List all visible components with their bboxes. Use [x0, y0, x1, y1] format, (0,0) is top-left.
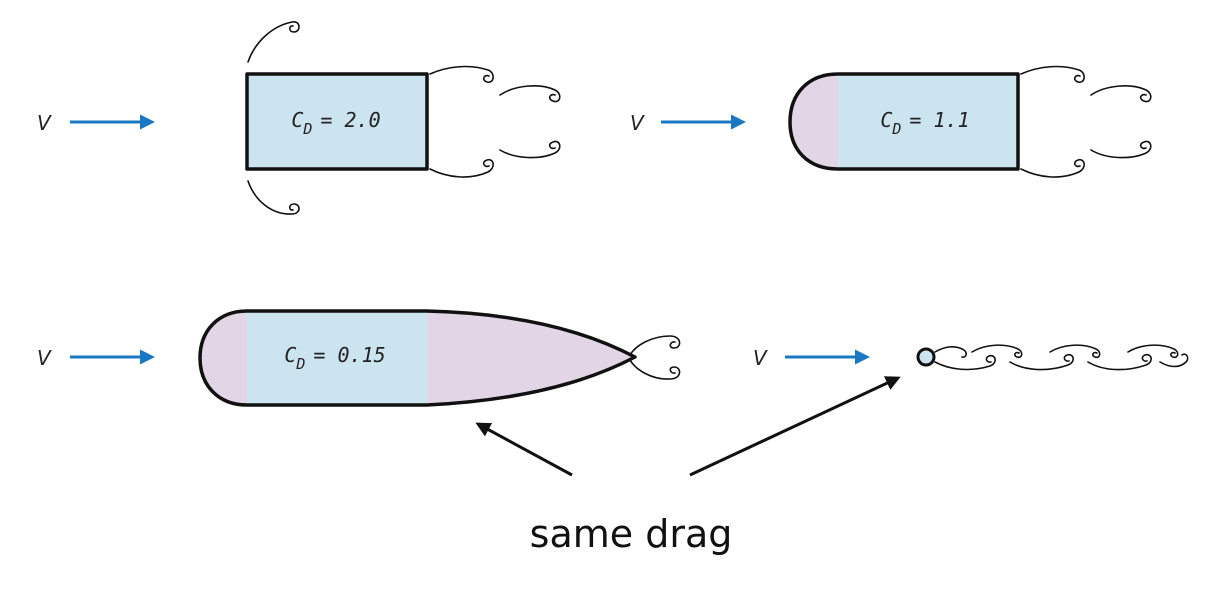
streamlined-body [198, 309, 637, 407]
nose-fill [200, 311, 247, 405]
caption-text: same drag [530, 512, 733, 556]
velocity-label: V [37, 346, 52, 370]
panel-flat-plate: V CD= 2.0 [37, 21, 561, 215]
same-drag-annotation: same drag [475, 376, 901, 556]
rounded-nose-body [788, 72, 1020, 171]
panel-streamlined-body: V CD= 0.15 [37, 309, 681, 407]
velocity-label: V [753, 346, 768, 370]
wake-eddies [934, 344, 1189, 371]
pointer-arrow-streamlined [475, 422, 573, 477]
nose-fill [790, 74, 838, 169]
velocity-label: V [630, 111, 645, 135]
wake-eddies [1020, 65, 1152, 178]
wake-eddies [629, 335, 681, 380]
velocity-label: V [37, 111, 52, 135]
wake-eddies [247, 21, 561, 215]
body-fill [838, 74, 1018, 169]
panel-rounded-nose: V CD= 1.1 [630, 65, 1152, 178]
drag-coefficient-label: CD= 1.1 [880, 108, 969, 138]
panel-small-cylinder: V [753, 344, 1189, 371]
body-fill [247, 311, 427, 405]
pointer-arrow-cylinder [689, 376, 901, 477]
drag-coefficient-label: CD= 0.15 [284, 343, 385, 373]
body-fill [247, 74, 427, 169]
tail-fill [427, 311, 635, 405]
flat-plate-body [245, 72, 429, 171]
drag-coefficient-label: CD= 2.0 [291, 108, 380, 138]
small-cylinder-body [916, 347, 936, 367]
